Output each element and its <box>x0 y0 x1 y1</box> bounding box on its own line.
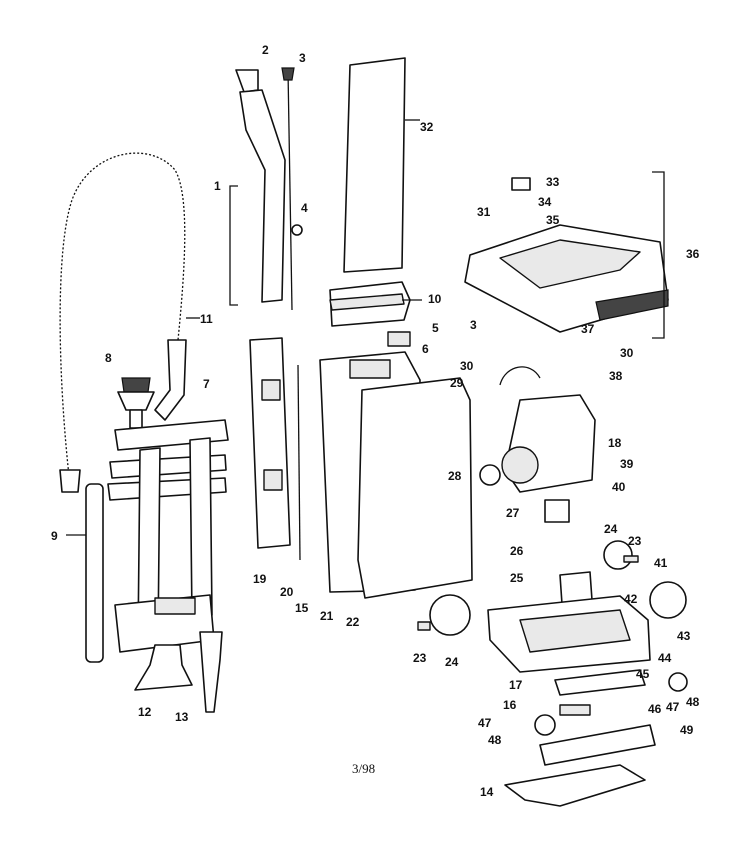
label-42: 42 <box>624 592 638 606</box>
label-32: 32 <box>420 120 434 134</box>
label-22: 22 <box>346 615 360 629</box>
upholstery-tool-part <box>134 644 193 691</box>
label-40: 40 <box>612 480 626 494</box>
label-25: 25 <box>510 571 524 585</box>
base-part <box>487 595 651 696</box>
label-30b: 30 <box>620 346 634 360</box>
label-41: 41 <box>654 556 668 570</box>
motor-part <box>479 366 596 493</box>
label-5: 5 <box>432 321 439 335</box>
label-3: 3 <box>299 51 306 65</box>
label-24b: 24 <box>604 522 618 536</box>
label-11: 11 <box>200 312 213 326</box>
label-37: 37 <box>581 322 595 336</box>
label-39: 39 <box>620 457 634 471</box>
label-6: 6 <box>422 342 429 356</box>
leader-lines <box>66 119 665 536</box>
crevice-tool-part <box>199 631 223 713</box>
label-4: 4 <box>301 201 308 215</box>
frame-part <box>107 419 229 653</box>
label-7: 7 <box>203 377 210 391</box>
label-44: 44 <box>658 651 672 665</box>
label-14: 14 <box>480 785 494 799</box>
label-36: 36 <box>686 247 700 261</box>
label-30: 30 <box>460 359 474 373</box>
label-47b: 47 <box>666 700 680 714</box>
top-cover-part <box>329 281 411 327</box>
label-27: 27 <box>506 506 520 520</box>
wand-part <box>85 483 104 663</box>
label-17: 17 <box>509 678 523 692</box>
label-48: 48 <box>488 733 502 747</box>
label-18: 18 <box>608 436 622 450</box>
label-43: 43 <box>677 629 691 643</box>
label-16: 16 <box>503 698 517 712</box>
label-1: 1 <box>214 179 221 193</box>
label-49: 49 <box>680 723 694 737</box>
label-10: 10 <box>428 292 442 306</box>
label-20: 20 <box>280 585 294 599</box>
label-15: 15 <box>295 601 309 615</box>
label-3b: 3 <box>470 318 477 332</box>
label-23b: 23 <box>628 534 642 548</box>
label-23: 23 <box>413 651 427 665</box>
label-38: 38 <box>609 369 623 383</box>
label-34: 34 <box>538 195 552 209</box>
part-labels: 1 2 3 3 4 5 6 7 8 9 10 11 12 13 14 15 16… <box>51 43 700 799</box>
agitator-part <box>534 672 688 766</box>
handle-part <box>235 67 303 311</box>
label-28: 28 <box>448 469 462 483</box>
bag-part <box>343 57 406 273</box>
bottom-plate-part <box>504 764 646 807</box>
label-8: 8 <box>105 351 112 365</box>
label-21: 21 <box>320 609 334 623</box>
label-45: 45 <box>636 667 650 681</box>
label-33: 33 <box>546 175 560 189</box>
hood-part <box>464 177 669 333</box>
dusting-brush-part <box>117 377 155 429</box>
label-24: 24 <box>445 655 459 669</box>
label-48b: 48 <box>686 695 700 709</box>
hose-part <box>59 152 187 493</box>
label-19: 19 <box>253 572 267 586</box>
label-47: 47 <box>478 716 492 730</box>
label-9: 9 <box>51 529 58 543</box>
footer-code: 3/98 <box>352 761 375 776</box>
label-35: 35 <box>546 213 560 227</box>
label-2: 2 <box>262 43 269 57</box>
label-31: 31 <box>477 205 491 219</box>
label-13: 13 <box>175 710 189 724</box>
label-29: 29 <box>450 376 464 390</box>
rear-housing-part <box>249 337 301 561</box>
label-12: 12 <box>138 705 152 719</box>
label-46: 46 <box>648 702 662 716</box>
bag-housing-part <box>319 331 473 599</box>
label-26: 26 <box>510 544 524 558</box>
